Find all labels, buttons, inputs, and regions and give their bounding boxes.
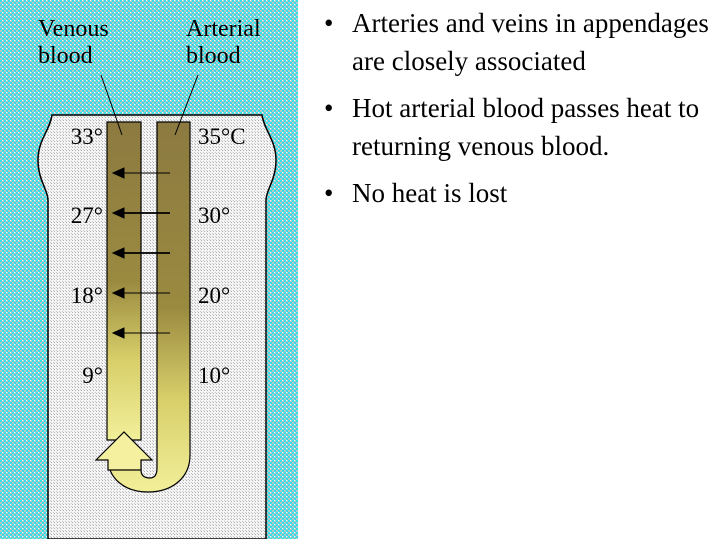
arterial-label-line1: Arterial [186,16,261,42]
venous-temp: 18° [71,283,103,308]
venous-label-line1: Venous [38,16,109,42]
bullet-text: Hot arterial blood passes heat to return… [352,93,700,161]
venous-temp: 27° [71,203,103,228]
bullet-icon: • [324,178,334,208]
arterial-temp: 35°C [198,124,246,149]
venous-vessel [106,121,142,441]
bullet-list: • Arteries and veins in appendages are cl… [320,4,710,221]
bullet-icon: • [324,8,334,38]
bullet-text: No heat is lost [352,178,508,208]
arterial-label-line2: blood [186,43,241,69]
arterial-temp: 30° [198,203,230,228]
bullet-icon: • [324,93,334,123]
arterial-temp: 10° [198,363,230,388]
venous-leader-line [100,74,123,136]
bullet-item: • Arteries and veins in appendages are cl… [320,4,710,80]
countercurrent-exchange-diagram: Venous blood Arterial blood 33° 27° 18° … [0,0,298,539]
venous-label-line2: blood [38,43,93,69]
bullet-item: • No heat is lost [320,174,710,212]
arterial-temp: 20° [198,283,230,308]
heat-transfer-arrows [111,167,170,339]
venous-temp: 33° [71,124,103,149]
bullet-text: Arteries and veins in appendages are clo… [352,8,709,76]
flow-direction-arrow-icon [94,431,154,471]
bullet-item: • Hot arterial blood passes heat to retur… [320,89,710,165]
venous-temp: 9° [82,363,103,388]
arterial-leader-line [174,74,199,136]
